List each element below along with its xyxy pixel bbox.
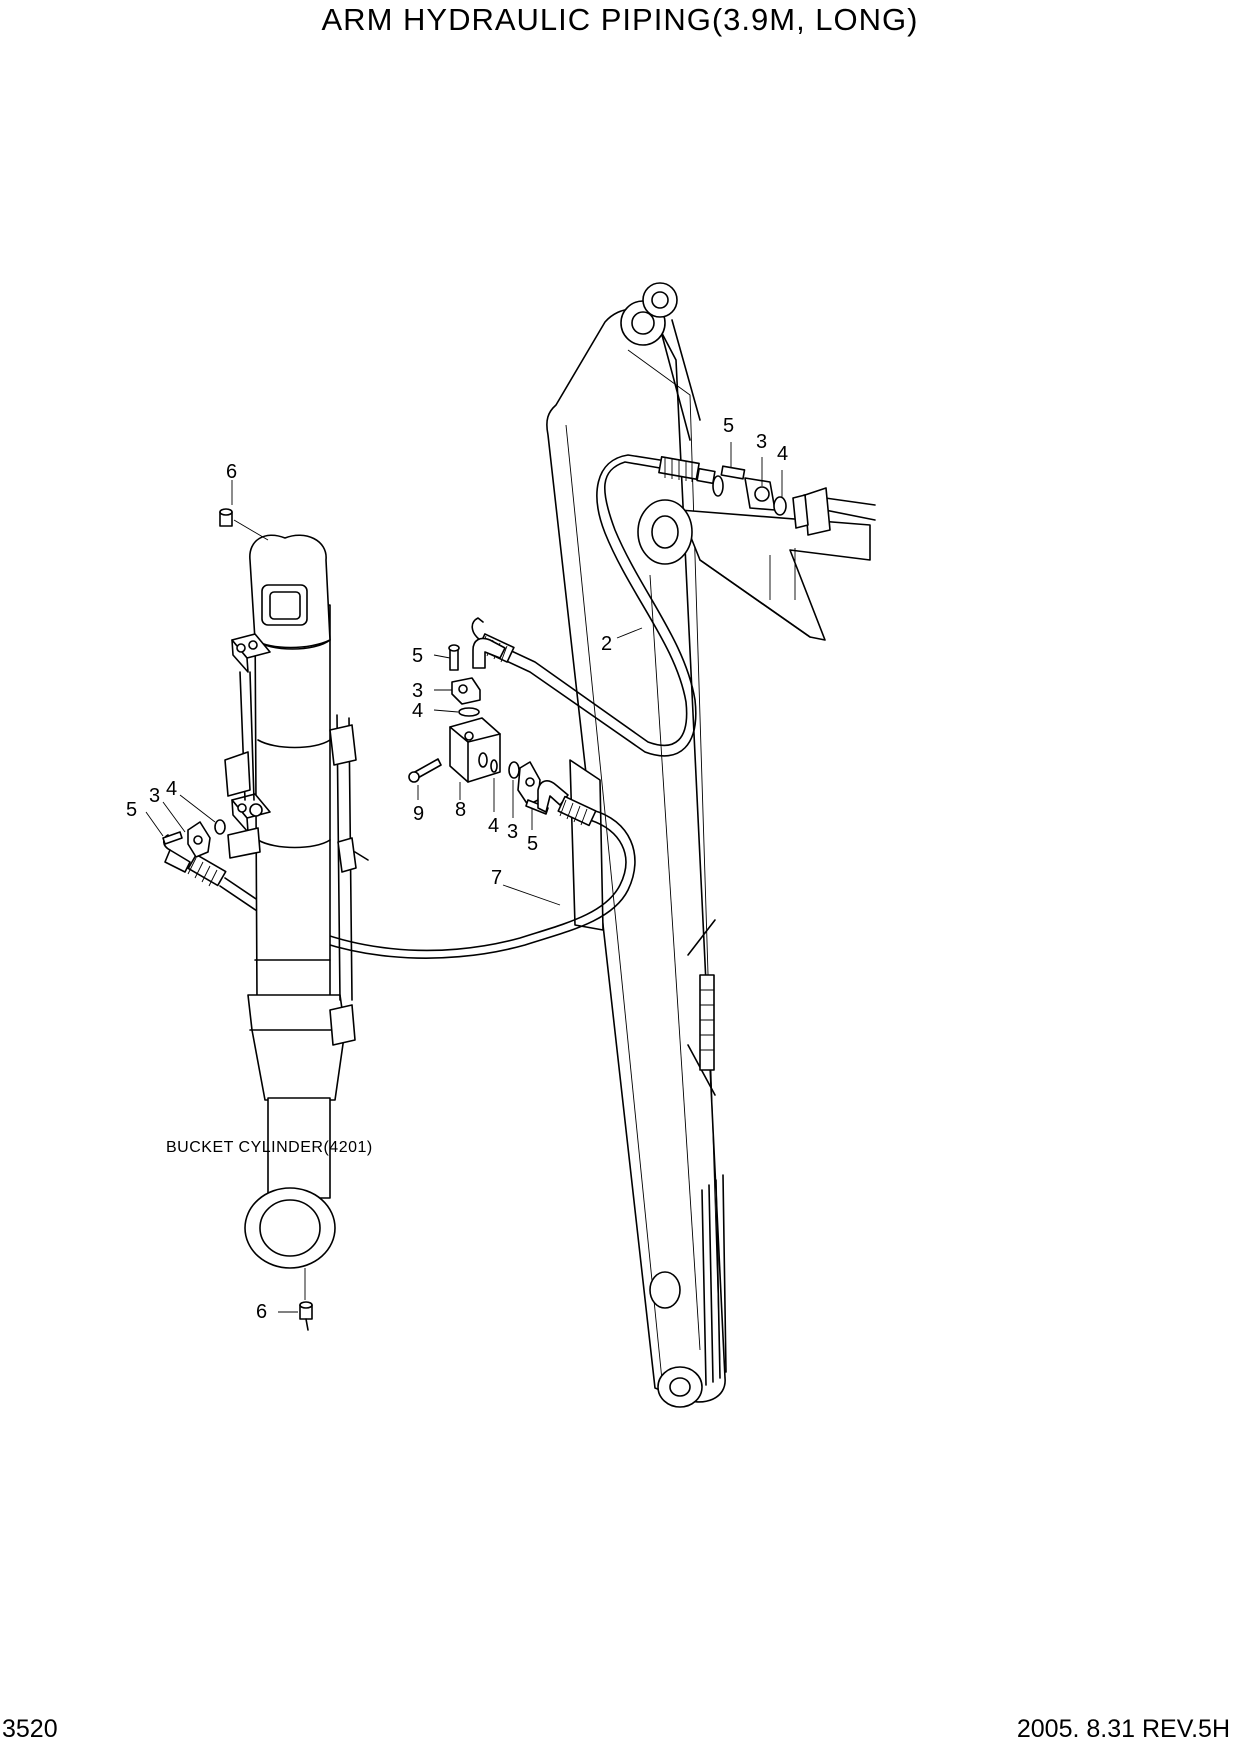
callout-cyl-left-bolt: 5 — [126, 799, 137, 821]
callout-cyl-left-clamp: 3 — [149, 785, 160, 807]
page-number: 3520 — [2, 1715, 58, 1743]
arm-assembly — [546, 282, 871, 1408]
page-title: ARM HYDRAULIC PIPING(3.9M, LONG) — [321, 2, 919, 37]
callout-hose-7: 7 — [491, 867, 502, 889]
callout-arm-top-oring: 4 — [777, 443, 788, 465]
bucket-cylinder — [224, 534, 369, 1269]
leader-lines — [145, 442, 783, 1313]
cyl-left-fitting-set — [162, 819, 226, 858]
bucket-cylinder-label: BUCKET CYLINDER(4201) — [166, 1139, 373, 1156]
callout-block-right-bolt: 5 — [527, 833, 538, 855]
callout-numbers: 5 3 4 2 5 3 4 9 8 4 3 5 5 3 4 7 6 6 — [126, 415, 788, 1323]
callout-block-right-clamp: 3 — [507, 821, 518, 843]
callout-arm-top-bolt: 5 — [723, 415, 734, 437]
arm-top-fitting-set — [720, 465, 809, 529]
grease-fitting-top — [219, 508, 269, 541]
callout-block-8: 8 — [455, 799, 466, 821]
revision-date: 2005. 8.31 REV.5H — [1016, 1715, 1230, 1743]
boom-pipe — [799, 487, 876, 536]
callout-block-bolt-9: 9 — [413, 803, 424, 825]
callout-block-right-oring: 4 — [488, 815, 499, 837]
callout-cyl-left-oring: 4 — [166, 778, 177, 800]
callout-grease-bottom: 6 — [256, 1301, 267, 1323]
callout-block-top-clamp: 3 — [412, 680, 423, 702]
callout-block-top-bolt: 5 — [412, 645, 423, 667]
hose-7 — [162, 795, 636, 959]
callout-grease-top: 6 — [226, 461, 237, 483]
grease-fitting-bottom — [299, 1268, 313, 1331]
callout-block-top-oring: 4 — [412, 700, 423, 722]
block-assembly — [408, 637, 569, 815]
callout-arm-top-clamp: 3 — [756, 431, 767, 453]
callout-hose-2: 2 — [601, 633, 612, 655]
